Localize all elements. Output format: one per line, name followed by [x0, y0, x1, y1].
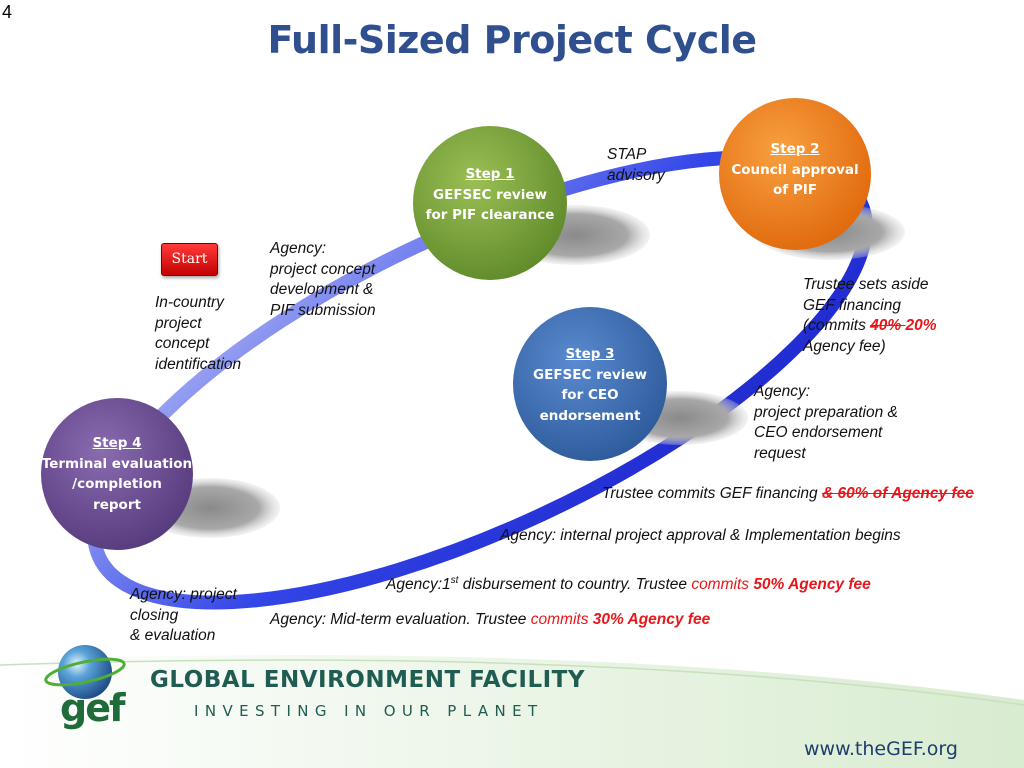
step2-label: Step 2 Council approval of PIF: [731, 141, 859, 198]
trustee-commits-note: Trustee commits GEF financing & 60% of A…: [602, 485, 974, 502]
website-link[interactable]: www.theGEF.org: [804, 738, 958, 760]
step3-circle: [513, 307, 667, 461]
struck-fee-value: 40%: [870, 317, 906, 334]
in-country-note: In-country project concept identificatio…: [155, 294, 242, 373]
step1-circle: [413, 126, 567, 280]
step4-circle: [41, 398, 193, 550]
footer-swoosh: [0, 655, 1024, 768]
page-title: Full-Sized Project Cycle: [267, 18, 757, 62]
midterm-note: Agency: Mid-term evaluation. Trustee com…: [270, 611, 711, 628]
agency-preparation-note: Agency: project preparation & CEO endors…: [754, 383, 898, 462]
org-name: GLOBAL ENVIRONMENT FACILITY: [150, 667, 586, 693]
step4-label: Step 4 Terminal evaluation /completion r…: [41, 435, 193, 513]
step1-label: Step 1 GEFSEC review for PIF clearance: [425, 166, 555, 223]
new-fee-value: 20%: [905, 317, 937, 334]
org-tagline: INVESTING IN OUR PLANET: [194, 702, 544, 720]
agency-concept-note: Agency: project concept development & PI…: [270, 240, 376, 319]
step2-circle: [719, 98, 871, 250]
footer-swoosh-line: [0, 659, 1024, 706]
internal-approval-note: Agency: internal project approval & Impl…: [500, 527, 901, 544]
stap-advisory-note: STAP advisory: [607, 146, 665, 184]
closing-note: Agency: project closing & evaluation: [130, 586, 237, 644]
slide-number: 4: [2, 2, 13, 22]
disbursement-note: Agency:1st disbursement to country. Trus…: [386, 575, 871, 594]
gef-globe-ring: [44, 657, 126, 687]
trustee-sets-aside-note: Trustee sets aside GEF financing (commit…: [803, 276, 937, 355]
step3-label: Step 3 GEFSEC review for CEO endorsement: [533, 346, 647, 424]
gef-logo-text: gef: [60, 686, 126, 730]
start-badge: Start: [161, 243, 218, 276]
